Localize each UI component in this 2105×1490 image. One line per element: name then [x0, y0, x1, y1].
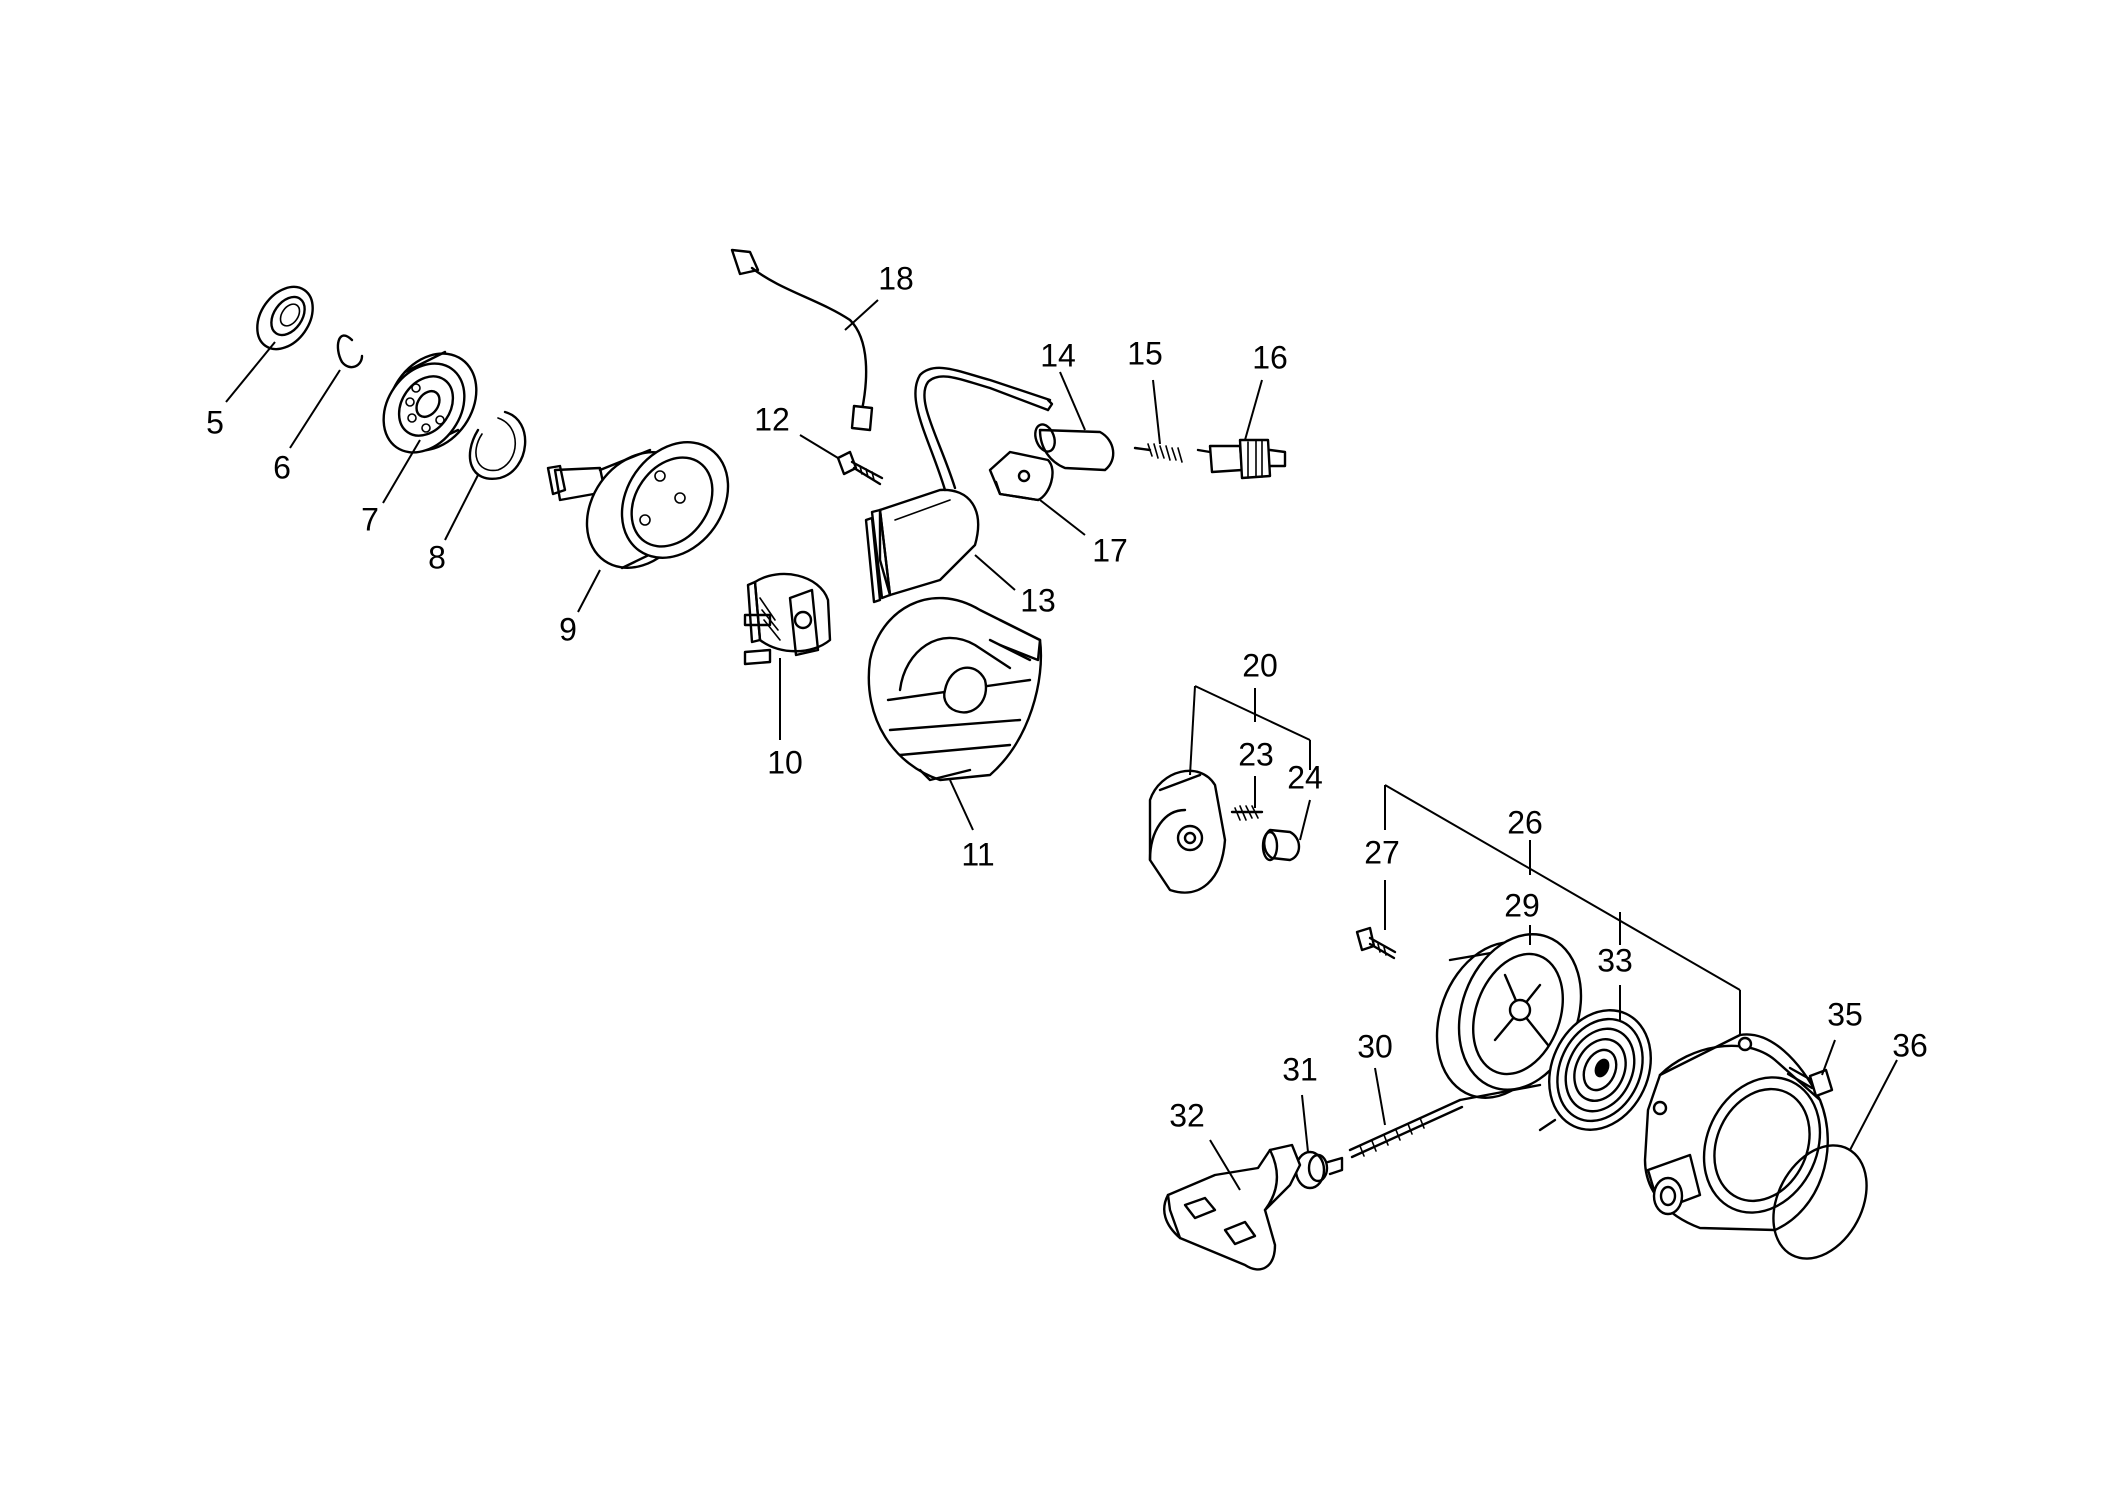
label-part-20: 20 — [1242, 647, 1278, 683]
label-part-30: 30 — [1357, 1028, 1393, 1064]
label-part-33: 33 — [1597, 942, 1633, 978]
label-part-29: 29 — [1504, 887, 1540, 923]
label-part-36: 36 — [1892, 1027, 1928, 1063]
part-26-starter-case — [1643, 1033, 1829, 1232]
label-part-13: 13 — [1020, 582, 1056, 618]
part-12-screw — [836, 450, 884, 486]
part-5-oil-seal — [256, 285, 314, 351]
label-part-11: 11 — [961, 836, 994, 872]
label-part-16: 16 — [1252, 339, 1288, 375]
part-13-ignition-coil — [864, 366, 1054, 604]
part-17-insulator — [988, 450, 1054, 502]
label-part-7: 7 — [361, 501, 379, 537]
part-9-clutch-drum — [546, 441, 730, 570]
part-36-cover-disk — [1772, 1144, 1868, 1260]
part-32-starter-handle — [1163, 1143, 1302, 1271]
part-29-rope-reel — [1435, 933, 1583, 1102]
leader-lines — [225, 299, 1898, 1191]
part-11-flywheel — [867, 596, 1043, 782]
part-16-spark-plug — [1196, 438, 1287, 480]
part-10-clutch-assembly — [743, 572, 832, 666]
label-part-5: 5 — [206, 404, 224, 440]
label-part-26: 26 — [1507, 804, 1543, 840]
label-part-23: 23 — [1238, 736, 1274, 772]
part-20-starter-pulley — [1148, 769, 1227, 894]
label-part-17: 17 — [1092, 532, 1128, 568]
part-6-circlip — [336, 334, 364, 369]
part-33-recoil-spring — [1538, 1009, 1652, 1132]
part-8-snap-ring — [468, 410, 527, 481]
label-part-9: 9 — [559, 611, 577, 647]
label-part-10: 10 — [767, 744, 803, 780]
label-part-14: 14 — [1040, 337, 1076, 373]
label-part-27: 27 — [1364, 834, 1400, 870]
part-23-spring — [1230, 805, 1264, 821]
part-7-bearing — [382, 350, 478, 454]
part-24-pawl — [1261, 828, 1301, 862]
label-part-31: 31 — [1282, 1051, 1318, 1087]
label-part-18: 18 — [878, 260, 914, 296]
label-part-15: 15 — [1127, 335, 1163, 371]
part-number-labels: 5 6 7 8 9 10 11 12 13 14 15 16 17 18 20 … — [206, 260, 1928, 1133]
label-part-32: 32 — [1169, 1097, 1205, 1133]
part-15-spring-terminal — [1133, 443, 1183, 463]
label-part-6: 6 — [273, 449, 291, 485]
part-35-screw — [1786, 1066, 1834, 1098]
part-18-ground-wire — [730, 248, 874, 432]
label-part-8: 8 — [428, 539, 446, 575]
part-31-rope-guide — [1294, 1150, 1344, 1190]
part-27-screw — [1355, 926, 1397, 960]
label-part-24: 24 — [1287, 759, 1323, 795]
label-part-12: 12 — [754, 401, 790, 437]
part-30-starter-rope — [1348, 1098, 1464, 1159]
part-14-spark-plug-cap — [1034, 423, 1115, 472]
label-part-35: 35 — [1827, 996, 1863, 1032]
